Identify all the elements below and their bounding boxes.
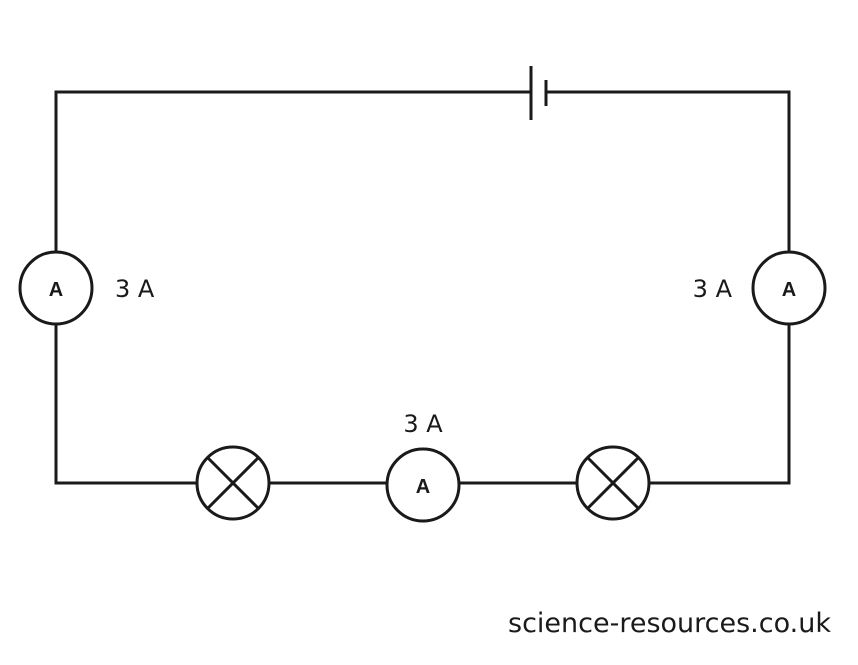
circuit-wires	[54, 90, 791, 485]
ammeter-right-reading: 3 A	[693, 275, 733, 303]
ammeter-right-symbol: A	[782, 279, 796, 301]
lamp-right-cross-b	[586, 456, 640, 510]
ammeter-bottom-circle	[385, 447, 461, 523]
wire-top-right	[544, 90, 791, 254]
credit-text: science-resources.co.uk	[508, 608, 831, 639]
wire-top-left	[54, 90, 533, 254]
lamp-right-icon	[575, 445, 651, 521]
ammeter-right-circle	[751, 250, 827, 326]
ammeter-left: A	[18, 250, 94, 326]
ammeter-left-reading: 3 A	[115, 275, 155, 303]
lamp-left-icon	[195, 445, 271, 521]
lamp-left-cross-b	[206, 456, 260, 510]
ammeter-left-circle	[18, 250, 94, 326]
wire-right-lower	[647, 322, 791, 485]
ammeter-bottom-symbol: A	[416, 476, 430, 498]
ammeter-bottom: A	[385, 447, 461, 523]
ammeter-left-symbol: A	[49, 279, 63, 301]
ammeter-right: A	[751, 250, 827, 326]
cell-icon	[529, 66, 548, 120]
wire-left-lower	[54, 322, 199, 485]
ammeter-bottom-reading: 3 A	[403, 410, 443, 438]
